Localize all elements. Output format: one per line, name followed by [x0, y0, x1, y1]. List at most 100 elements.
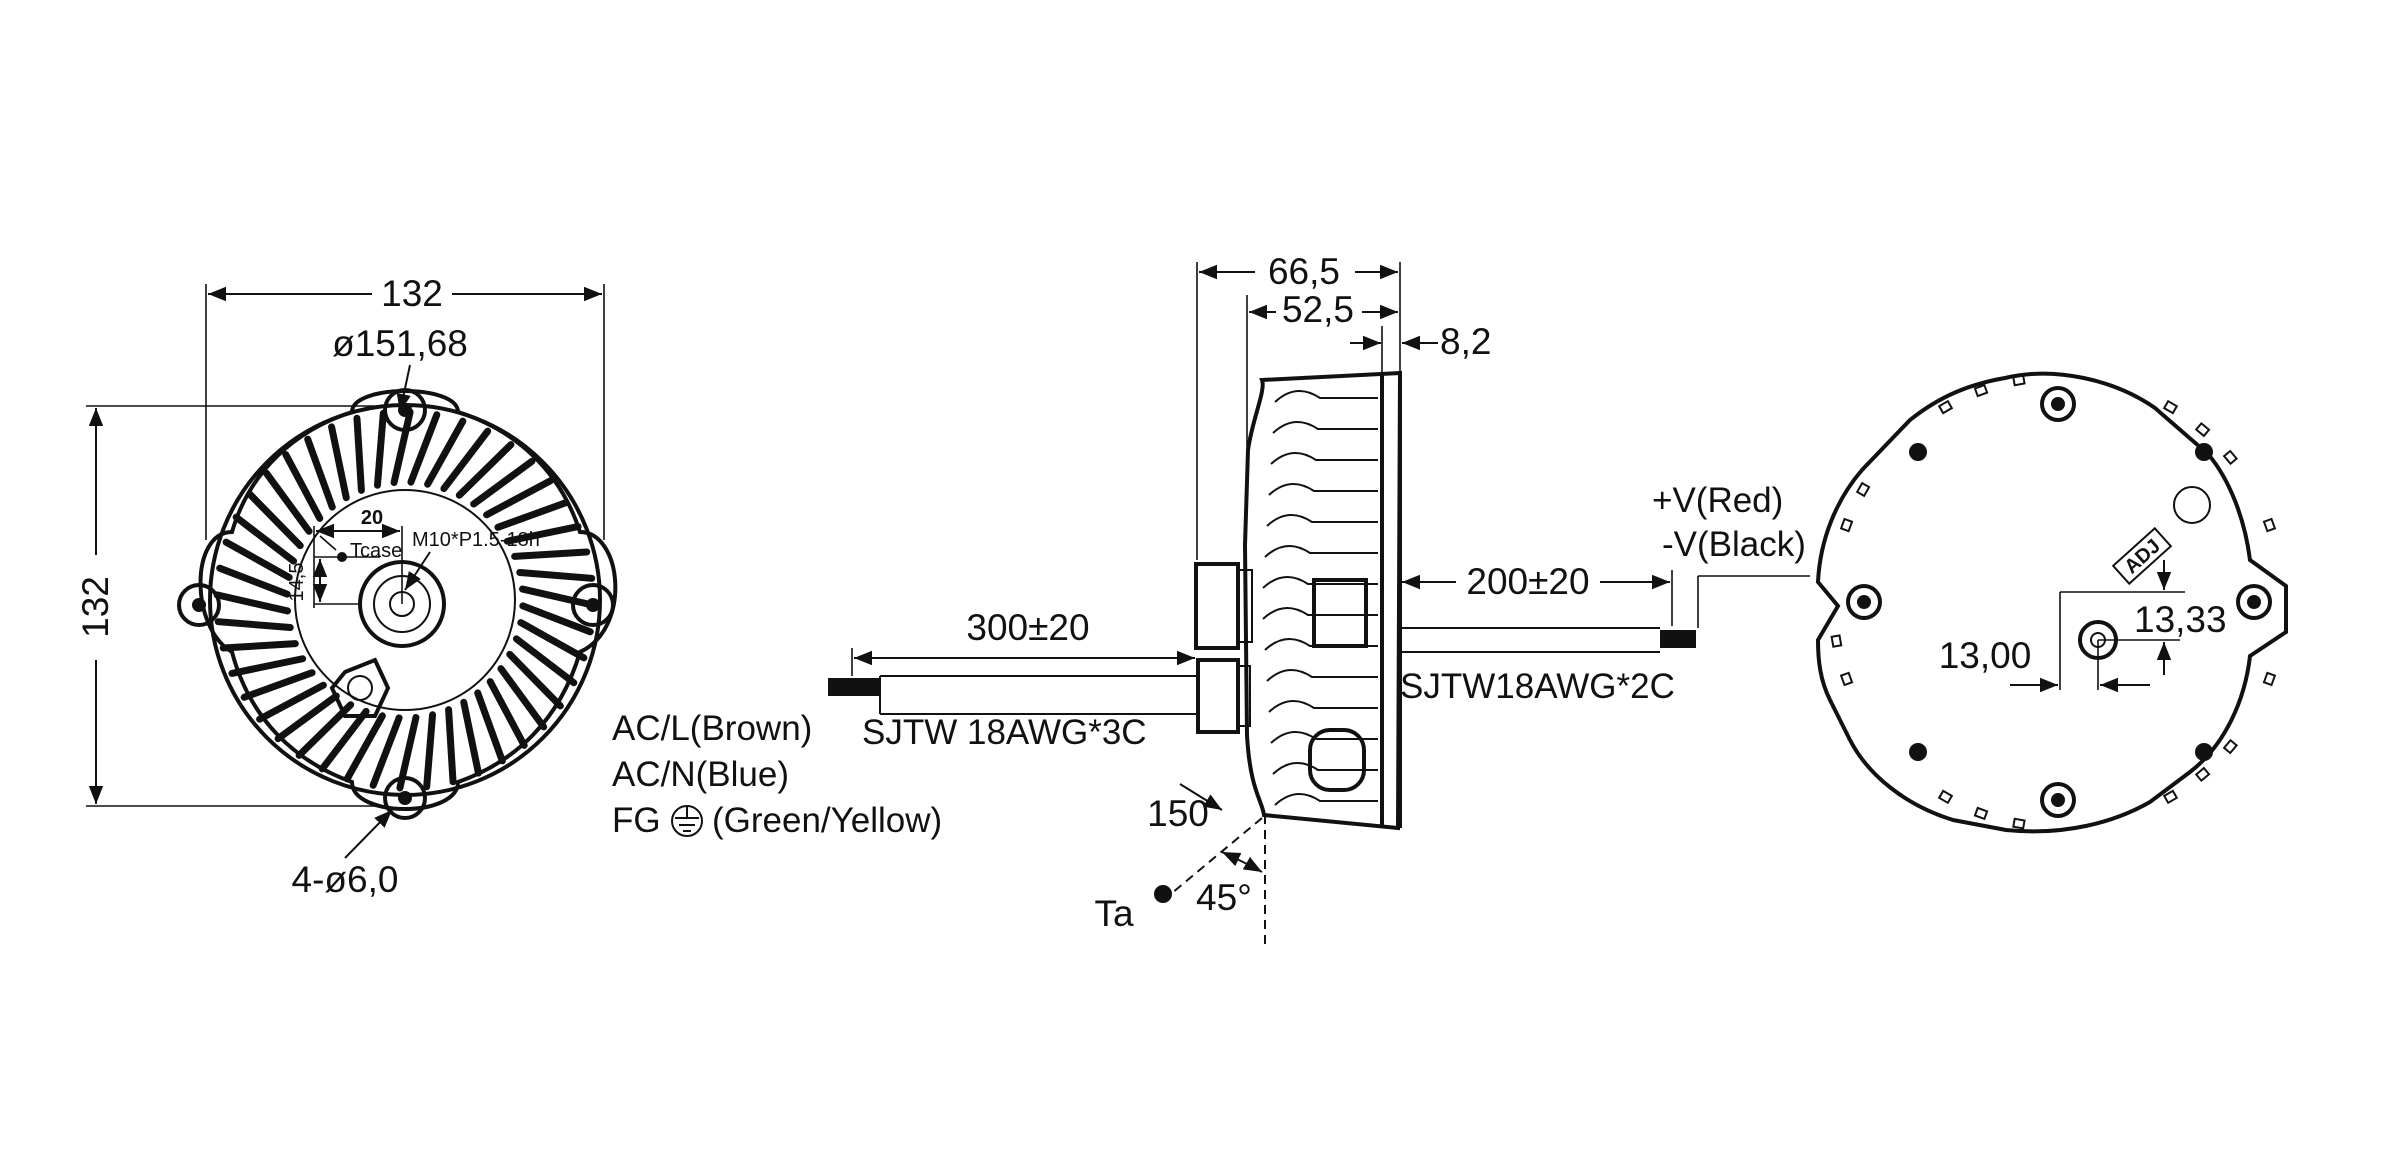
- input-cable-spec: SJTW 18AWG*3C: [862, 713, 1147, 752]
- cooling-fin: [216, 564, 291, 598]
- cooling-fin: [219, 640, 299, 652]
- cooling-fin: [390, 408, 414, 487]
- cooling-fin: [518, 585, 597, 609]
- cooling-fin: [497, 665, 548, 731]
- cooling-fin: [474, 689, 506, 765]
- cooling-fin: [353, 414, 365, 494]
- cooling-fin: [483, 477, 554, 519]
- cooling-fins: [213, 408, 597, 792]
- adj-label-box: ADJ: [2111, 526, 2173, 586]
- cooling-fin: [373, 409, 387, 489]
- cooling-fin: [318, 707, 370, 773]
- side-fin: [1272, 421, 1378, 434]
- cooling-fin: [274, 692, 340, 743]
- output-cable-end: [1660, 630, 1696, 648]
- output-length-dim: 200±20: [1466, 561, 1589, 602]
- cooling-fin: [232, 513, 298, 565]
- cooling-fin: [440, 427, 492, 493]
- cable-gland-nut: [329, 657, 391, 718]
- cooling-fin: [262, 469, 313, 535]
- cooling-fin: [506, 650, 564, 710]
- rear-tab: [1830, 634, 1843, 648]
- cooling-fin: [511, 548, 591, 560]
- side-fin: [1272, 762, 1378, 775]
- cooling-fin: [282, 451, 324, 522]
- cooling-fin: [494, 499, 570, 531]
- rear-tab: [2162, 789, 2179, 805]
- side-fin: [1262, 576, 1378, 589]
- side-fin: [1264, 638, 1378, 651]
- mounting-hole-bottom: [383, 776, 427, 820]
- side-fin: [1266, 514, 1378, 527]
- cooling-fin: [470, 457, 536, 508]
- rear-view: ADJ 13,00 13,33: [1815, 371, 2288, 834]
- rear-tab: [1973, 806, 1989, 821]
- tcase-offset-y: 14,5: [286, 563, 308, 602]
- cooling-fin: [407, 411, 441, 486]
- side-fin: [1262, 607, 1378, 620]
- cooling-fin: [486, 678, 528, 749]
- input-cable-end: [828, 678, 880, 696]
- side-fin: [1268, 483, 1378, 496]
- side-fin: [1274, 793, 1378, 806]
- label-v-minus: -V(Black): [1662, 525, 1806, 564]
- cooling-fin: [460, 698, 482, 777]
- side-fin: [1274, 390, 1378, 403]
- side-fin: [1270, 452, 1378, 465]
- cooling-fin: [214, 618, 294, 632]
- rear-tab: [2262, 671, 2277, 687]
- label-fg-prefix: FG: [612, 801, 661, 840]
- rear-offset-x: 13,00: [1939, 635, 2032, 676]
- rear-screw-right: [2236, 584, 2272, 620]
- cooling-fin: [369, 714, 403, 789]
- rear-tab: [2194, 421, 2211, 438]
- front-diameter-dim: ø151,68: [332, 323, 468, 364]
- cooling-fin: [222, 538, 293, 581]
- rear-tab: [1855, 481, 1871, 498]
- side-view: 66,5 52,5 8,2 300±20: [828, 251, 1810, 945]
- side-fin: [1266, 669, 1378, 682]
- label-v-plus: +V(Red): [1652, 481, 1783, 520]
- rear-tab: [2194, 766, 2211, 783]
- ta-label: Ta: [1094, 893, 1134, 934]
- front-view: 132 ø151,68 132: [75, 273, 618, 900]
- tcase-callout: 20 14,5 Tcase M10*P1.5-18h: [286, 507, 540, 608]
- cooling-fin: [304, 435, 336, 511]
- cooling-fin: [424, 417, 467, 488]
- rear-tab: [2222, 738, 2239, 755]
- rear-tab: [1973, 383, 1989, 398]
- side-fin: [1264, 545, 1378, 558]
- side-fin: [1270, 731, 1378, 744]
- rear-screw-top: [2040, 386, 2076, 422]
- rear-tab: [2012, 374, 2026, 387]
- cooling-fin: [328, 423, 350, 502]
- rear-tab: [1839, 517, 1854, 533]
- cooling-fin: [519, 602, 594, 636]
- ground-icon: [671, 805, 703, 837]
- cooling-fin: [445, 706, 457, 786]
- side-gland-bottom: [1196, 658, 1240, 734]
- side-fins: [1262, 390, 1378, 806]
- body-depth-dim: 52,5: [1282, 289, 1354, 330]
- cooling-fin: [343, 712, 386, 783]
- cooling-fin: [246, 490, 304, 550]
- front-height-dim: 132: [75, 576, 116, 638]
- rear-tab: [2162, 399, 2179, 415]
- ta-angle-dim: 45°: [1196, 877, 1252, 918]
- rear-outline: [1815, 371, 2288, 834]
- mounting-hole-right: [571, 583, 615, 627]
- rear-tabs: [1830, 374, 2277, 830]
- rear-tab: [2012, 817, 2026, 830]
- tcase-offset-x: 20: [361, 507, 383, 529]
- side-fin: [1268, 700, 1378, 713]
- label-ac-n: AC/N(Blue): [612, 755, 789, 794]
- rear-tab: [2222, 449, 2239, 466]
- rear-indicator: [2173, 486, 2211, 524]
- label-ac-l: AC/L(Brown): [612, 709, 812, 748]
- rear-tab: [1937, 789, 1954, 805]
- rear-tab: [2262, 517, 2277, 533]
- cooling-fin: [228, 655, 307, 677]
- cooling-fin: [423, 711, 437, 791]
- rear-screw-bottom: [2040, 782, 2076, 818]
